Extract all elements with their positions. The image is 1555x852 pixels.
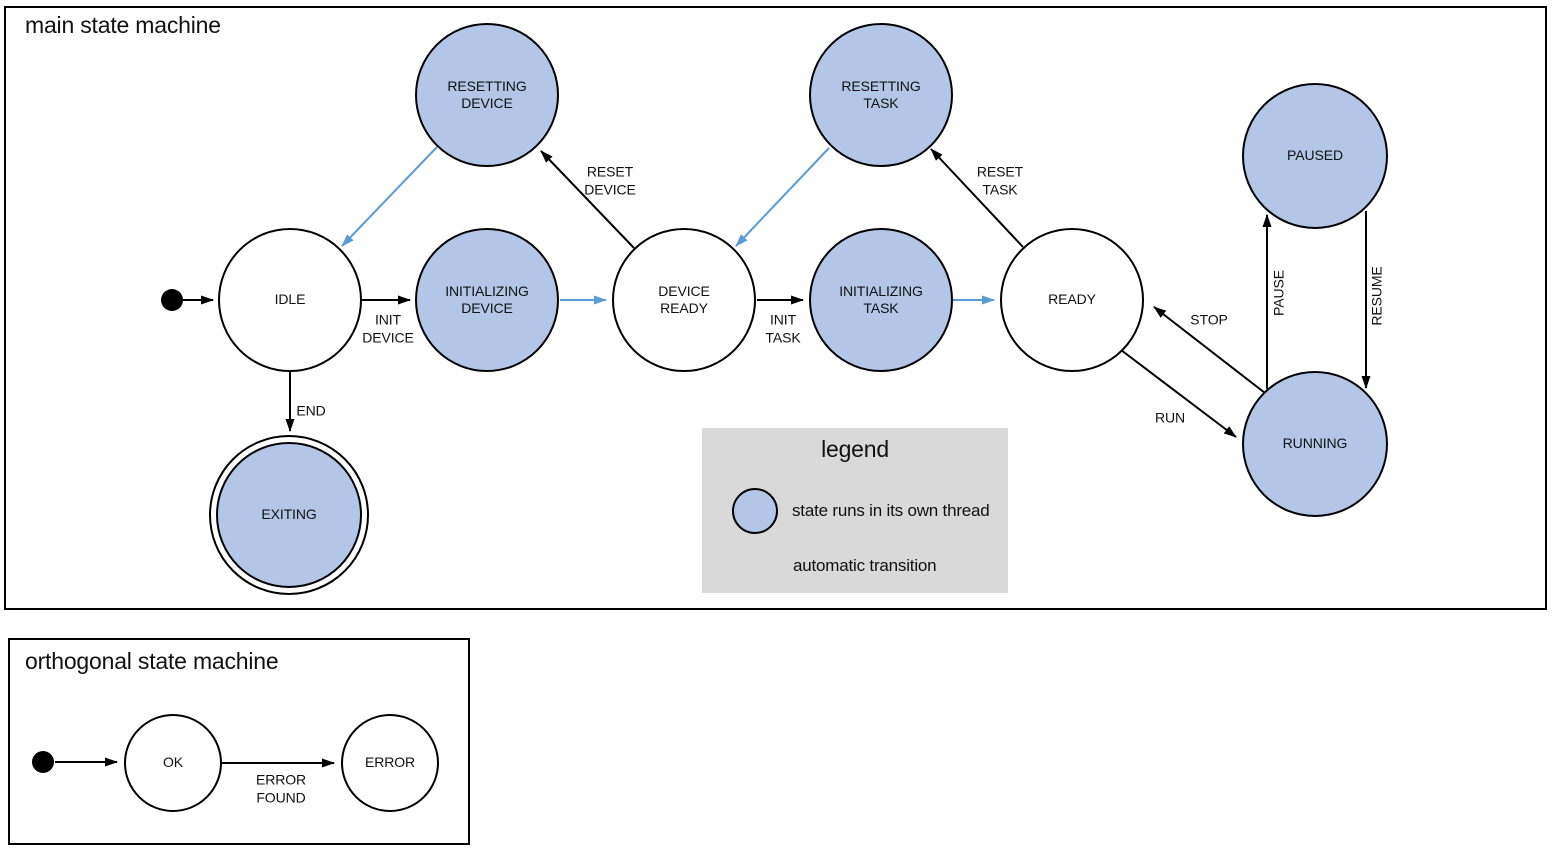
state-idle: IDLE — [218, 228, 362, 372]
state-error: ERROR — [341, 714, 439, 812]
state-resetting-task: RESETTING TASK — [809, 23, 953, 167]
legend-auto-label: automatic transition — [793, 556, 937, 575]
state-exiting: EXITING — [216, 442, 362, 588]
legend-threaded-label: state runs in its own thread — [792, 501, 990, 520]
transition-label-resume: RESUME — [1368, 266, 1385, 326]
transition-label-pause: PAUSE — [1270, 270, 1287, 316]
transition-label-reset-task: RESET TASK — [976, 163, 1024, 198]
transition-label-init-task: INIT TASK — [765, 311, 801, 346]
state-resetting-device: RESETTING DEVICE — [415, 23, 559, 167]
transition-label-reset-device: RESET DEVICE — [584, 163, 636, 198]
legend-threaded-state-swatch — [732, 488, 778, 534]
transition-label-run: RUN — [1154, 409, 1186, 426]
transition-label-end: END — [296, 402, 326, 419]
state-device-ready: DEVICE READY — [612, 228, 756, 372]
state-running: RUNNING — [1242, 371, 1388, 517]
state-ready: READY — [1000, 228, 1144, 372]
state-initializing-device: INITIALIZING DEVICE — [415, 228, 559, 372]
state-initializing-task: INITIALIZING TASK — [809, 228, 953, 372]
final-state-ring: EXITING — [209, 435, 369, 595]
legend-title: legend — [821, 436, 889, 462]
orthogonal-state-machine-title: orthogonal state machine — [25, 648, 279, 674]
state-paused: PAUSED — [1242, 83, 1388, 229]
transition-label-stop: STOP — [1190, 311, 1228, 328]
state-ok: OK — [124, 714, 222, 812]
transition-label-error-found: ERROR FOUND — [255, 771, 307, 806]
main-state-machine-title: main state machine — [25, 12, 221, 38]
transition-label-init-device: INIT DEVICE — [362, 311, 414, 346]
